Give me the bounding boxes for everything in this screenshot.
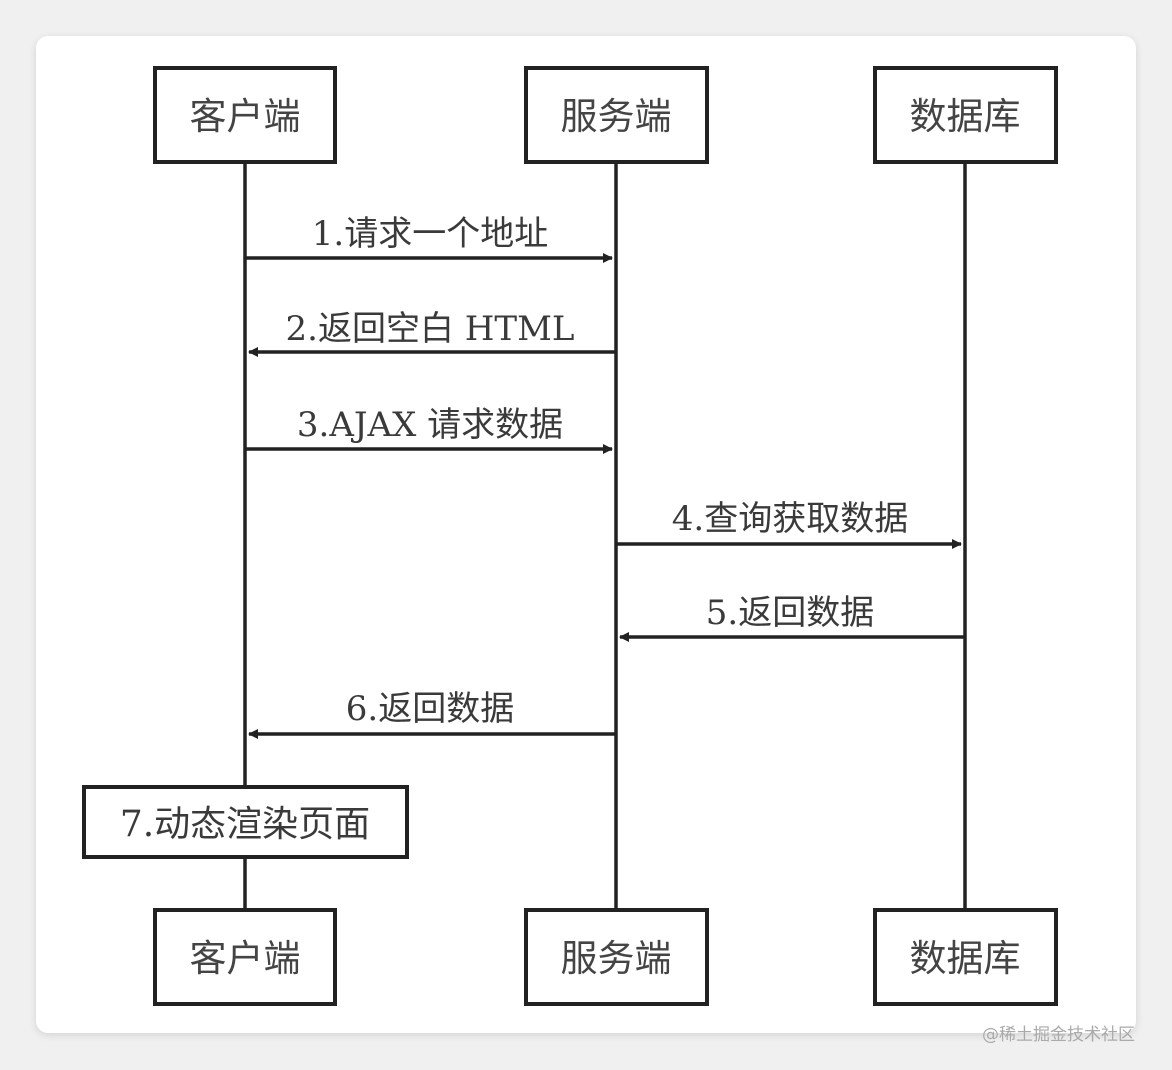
message-label: 6.返回数据 xyxy=(346,689,514,729)
participant-client-bottom: 客户端 xyxy=(153,908,337,1006)
participant-label: 客户端 xyxy=(190,937,301,980)
participant-server-top: 服务端 xyxy=(524,66,709,164)
message-label: 1.请求一个地址 xyxy=(312,214,548,254)
message-1: 1.请求一个地址 xyxy=(245,214,613,263)
participant-server-bottom: 服务端 xyxy=(524,908,709,1006)
message-label: 4.查询获取数据 xyxy=(672,499,908,539)
message-label: 3.AJAX 请求数据 xyxy=(297,405,563,445)
note-render-page: 7.动态渲染页面 xyxy=(82,785,409,859)
participant-label: 数据库 xyxy=(910,95,1021,138)
message-4: 4.查询获取数据 xyxy=(616,499,962,549)
participant-database-bottom: 数据库 xyxy=(873,908,1058,1006)
watermark: @稀土掘金技术社区 xyxy=(982,1025,1135,1045)
note-label: 7.动态渲染页面 xyxy=(120,804,370,845)
message-5: 5.返回数据 xyxy=(619,593,965,642)
participant-label: 服务端 xyxy=(561,937,672,980)
message-3: 3.AJAX 请求数据 xyxy=(245,405,613,454)
message-label: 2.返回空白 HTML xyxy=(286,309,575,349)
participant-label: 数据库 xyxy=(910,937,1021,980)
message-2: 2.返回空白 HTML xyxy=(248,309,616,357)
participant-label: 服务端 xyxy=(561,95,672,138)
message-6: 6.返回数据 xyxy=(248,689,616,739)
message-label: 5.返回数据 xyxy=(706,593,874,633)
participant-client-top: 客户端 xyxy=(153,66,337,164)
participant-label: 客户端 xyxy=(190,95,301,138)
participant-database-top: 数据库 xyxy=(873,66,1058,164)
diagram-card xyxy=(36,36,1136,1033)
